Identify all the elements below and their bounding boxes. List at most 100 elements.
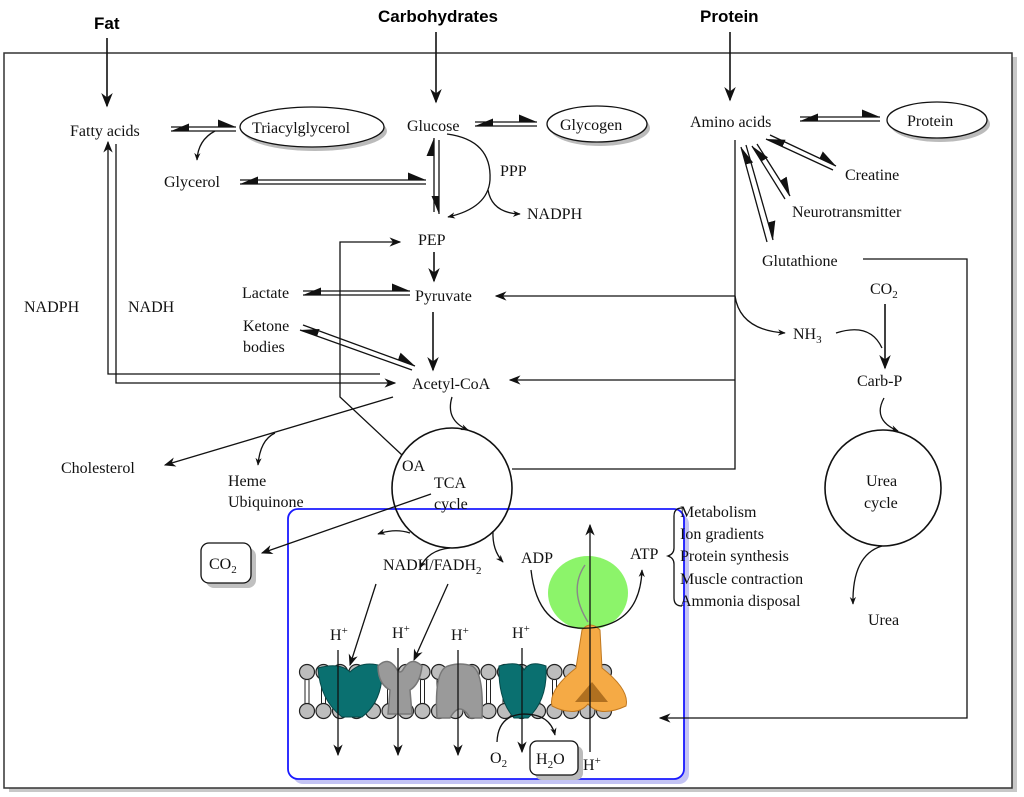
aa-neuro-reverse <box>751 145 786 200</box>
tca-aminoacid-link <box>512 140 736 470</box>
atp-use: Muscle contraction <box>680 571 803 588</box>
tca-atp-arrow <box>492 530 504 563</box>
acetylcoa-ketone-reverse <box>299 328 413 371</box>
nh3-carbp-curve <box>835 329 883 349</box>
h-plus-2: H+ <box>392 623 410 642</box>
h-plus-5: H+ <box>583 755 601 774</box>
pep-label: PEP <box>418 232 446 249</box>
aa-creatine-reverse <box>765 138 834 171</box>
atp-use: Ion gradients <box>680 526 764 543</box>
tag-glycerol-arrow <box>194 130 216 161</box>
heme-branch-arrow <box>255 432 276 466</box>
o2-h2o-arrow <box>496 713 557 743</box>
lipid-head <box>298 702 316 720</box>
lipid-head <box>480 663 497 681</box>
tca-label: TCA <box>434 475 466 492</box>
lipid-head <box>414 702 431 720</box>
nadh-fadh2-label: NADH/FADH2 <box>383 557 482 577</box>
acetylcoa-fattyacids-synthesis <box>103 140 380 375</box>
glycogen-node: Glycogen <box>546 105 650 146</box>
atp-uses-bracket <box>665 507 683 607</box>
lactate-label: Lactate <box>242 285 289 302</box>
aminoacids-nh3-arrow <box>734 295 786 336</box>
f1-head <box>548 556 628 630</box>
nadph-left-label: NADPH <box>24 299 80 316</box>
glutathione-mito-arrow <box>658 258 968 723</box>
svg-text:CO2: CO2 <box>209 556 237 576</box>
lipid-head <box>315 702 332 720</box>
urea-cycle-label: Urea <box>866 473 897 490</box>
neurotransmitter-label: Neurotransmitter <box>792 204 902 221</box>
tca-co2-arrow <box>260 493 432 554</box>
urea-label: Urea <box>868 612 899 629</box>
atp-use: Ammonia disposal <box>680 593 801 610</box>
ppp-nadph-arrow <box>487 189 521 217</box>
lipid-head <box>298 663 316 681</box>
urea-cycle: Urea cycle <box>824 429 942 547</box>
tca-cycle: OA TCA cycle <box>391 427 513 549</box>
atp-label: ATP <box>630 546 659 563</box>
ubiquinone-label: Ubiquinone <box>228 494 304 511</box>
svg-text:Protein: Protein <box>907 113 953 130</box>
ketone-acetylcoa-forward <box>302 324 416 367</box>
h-plus-4: H+ <box>512 623 530 642</box>
amino-acids-label: Amino acids <box>690 114 771 131</box>
fatty-acids-label: Fatty acids <box>70 123 140 140</box>
glucose-label: Glucose <box>407 118 459 135</box>
acetylcoa-cholesterol-arrow <box>163 396 394 467</box>
urea-cycle-label-2: cycle <box>864 495 898 512</box>
atp-use: Protein synthesis <box>680 548 789 565</box>
h-plus-3: H+ <box>451 625 469 644</box>
svg-text:Glycogen: Glycogen <box>560 117 622 134</box>
tca-output-left <box>377 528 411 535</box>
svg-text:Triacylglycerol: Triacylglycerol <box>252 120 351 137</box>
lipid-head <box>546 663 563 681</box>
adp-label: ADP <box>521 550 553 567</box>
complex-ii <box>377 660 423 715</box>
atp-use: Metabolism <box>680 504 757 521</box>
pyruvate-label: Pyruvate <box>415 288 472 305</box>
carbp-urea-cycle-arrow <box>879 397 899 432</box>
heme-label: Heme <box>228 473 266 490</box>
nadph-ppp-label: NADPH <box>527 206 583 223</box>
tca-nadh-arrow <box>419 547 451 569</box>
lipid-head <box>480 702 497 720</box>
nadh-left-label: NADH <box>128 299 175 316</box>
ketone-label: Ketone <box>243 318 289 335</box>
h-plus-1: H+ <box>330 625 348 644</box>
co2-product-box: CO2 <box>200 542 256 588</box>
cholesterol-label: Cholesterol <box>61 460 135 477</box>
oa-label: OA <box>402 458 426 475</box>
bodies-label: bodies <box>243 339 285 356</box>
h2o-product-box: H2O <box>529 740 583 780</box>
oa-pep-arrow <box>339 237 403 456</box>
protein-store-node: Protein <box>886 101 990 142</box>
proton-arrows <box>333 523 595 757</box>
fattyacids-acetylcoa-oxidation <box>115 144 397 388</box>
mitochondrion-box <box>287 508 689 784</box>
atp-uses-list: Metabolism Ion gradients Protein synthes… <box>680 504 803 610</box>
acetyl-coa-label: Acetyl-CoA <box>412 376 491 393</box>
glutathione-label: Glutathione <box>762 253 838 270</box>
acetylcoa-tca-arrow <box>449 396 469 431</box>
source-fat: Fat <box>94 14 120 33</box>
creatine-label: Creatine <box>845 167 899 184</box>
carb-p-label: Carb-P <box>857 373 902 390</box>
svg-text:H2O: H2O <box>536 751 565 771</box>
triacylglycerol-node: Triacylglycerol <box>239 106 387 151</box>
atp-synthase <box>548 556 628 712</box>
o2-label: O2 <box>490 750 507 770</box>
nh3-label: NH3 <box>793 326 822 346</box>
glycerol-label: Glycerol <box>164 174 221 191</box>
ppp-curve <box>446 133 491 219</box>
urea-cycle-urea-arrow <box>849 545 883 605</box>
outer-frame <box>3 52 1017 792</box>
source-carbohydrates: Carbohydrates <box>378 7 498 26</box>
fadh2-complex2-arrow <box>413 583 449 662</box>
aa-glutathione-reverse <box>740 146 768 243</box>
ppp-label: PPP <box>500 163 527 180</box>
complex-iii <box>435 663 484 719</box>
source-protein: Protein <box>700 7 759 26</box>
nadh-complex1-arrow <box>348 583 377 667</box>
